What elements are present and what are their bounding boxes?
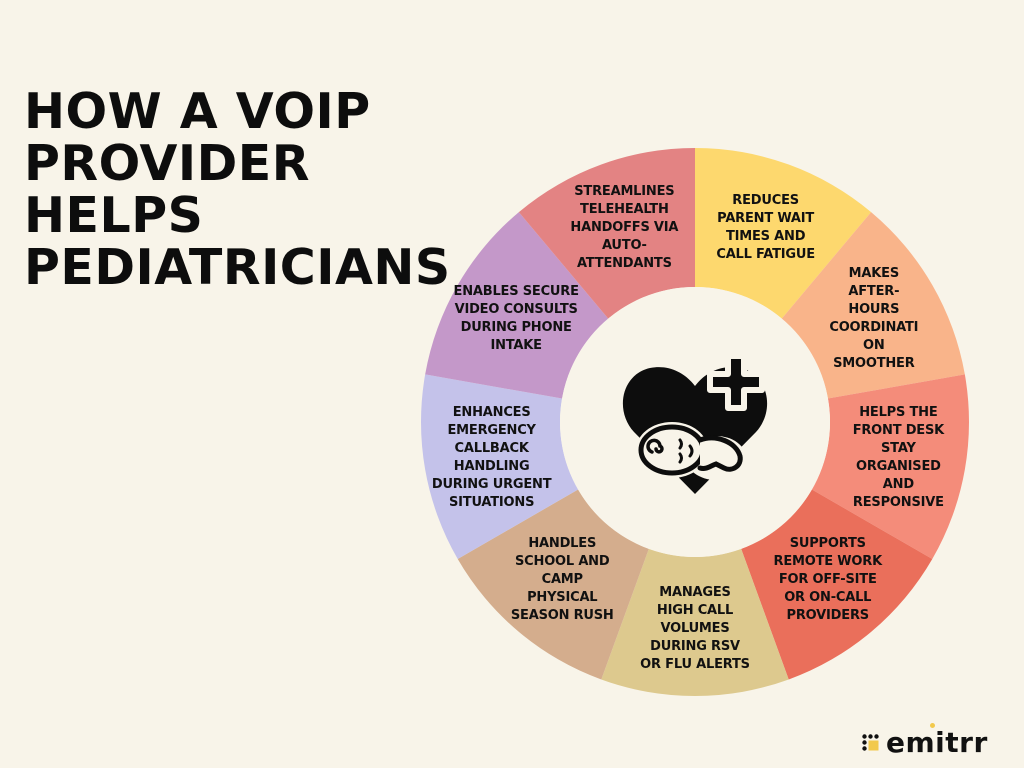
wheel-segment-label: STREAMLINES TELEHEALTH HANDOFFS VIA AUTO…: [570, 183, 679, 271]
baby-heart-plus-icon: [622, 353, 768, 494]
emitrr-logo: emitrr: [862, 723, 988, 759]
wheel-segment: [741, 489, 933, 680]
title-line: PEDIATRICIANS: [24, 239, 451, 296]
wheel-segment-label: MAKES AFTER- HOURS COORDINATI ON SMOOTHE…: [829, 265, 919, 371]
wheel-segment-label: REDUCES PARENT WAIT TIMES AND CALL FATIG…: [716, 192, 815, 262]
wheel-segment: [811, 374, 969, 559]
wheel-segment-label: HELPS THE FRONT DESK STAY ORGANISED AND …: [852, 404, 945, 510]
wheel-segment: [695, 148, 872, 319]
dots-grid-icon: [862, 734, 879, 751]
brand-name: emitrr: [886, 723, 988, 759]
wheel-segment: [781, 212, 965, 399]
wheel-segment: [421, 374, 579, 559]
title-line: HELPS: [24, 187, 204, 244]
wheel-segment: [601, 548, 789, 696]
wheel-segment-label: MANAGES HIGH CALL VOLUMES DURING RSV OR …: [640, 584, 750, 672]
brand-accent-dot: [930, 723, 935, 728]
wheel-segment-label: ENABLES SECURE VIDEO CONSULTS DURING PHO…: [453, 283, 579, 353]
wheel-segment: [518, 148, 695, 319]
wheel-segment-label: ENHANCES EMERGENCY CALLBACK HANDLING DUR…: [431, 404, 552, 510]
wheel-segment: [457, 489, 649, 680]
title-line: PROVIDER: [24, 135, 311, 192]
wheel-segment: [425, 212, 609, 399]
title-line: HOW A VOIP: [24, 83, 371, 140]
page-title: HOW A VOIP PROVIDER HELPS PEDIATRICIANS: [24, 86, 451, 294]
wheel-segment-label: SUPPORTS REMOTE WORK FOR OFF-SITE OR ON-…: [773, 536, 883, 624]
wheel-segment-label: HANDLES SCHOOL AND CAMP PHYSICAL SEASON …: [510, 536, 614, 624]
brand-name-text: emitrr: [886, 726, 988, 759]
